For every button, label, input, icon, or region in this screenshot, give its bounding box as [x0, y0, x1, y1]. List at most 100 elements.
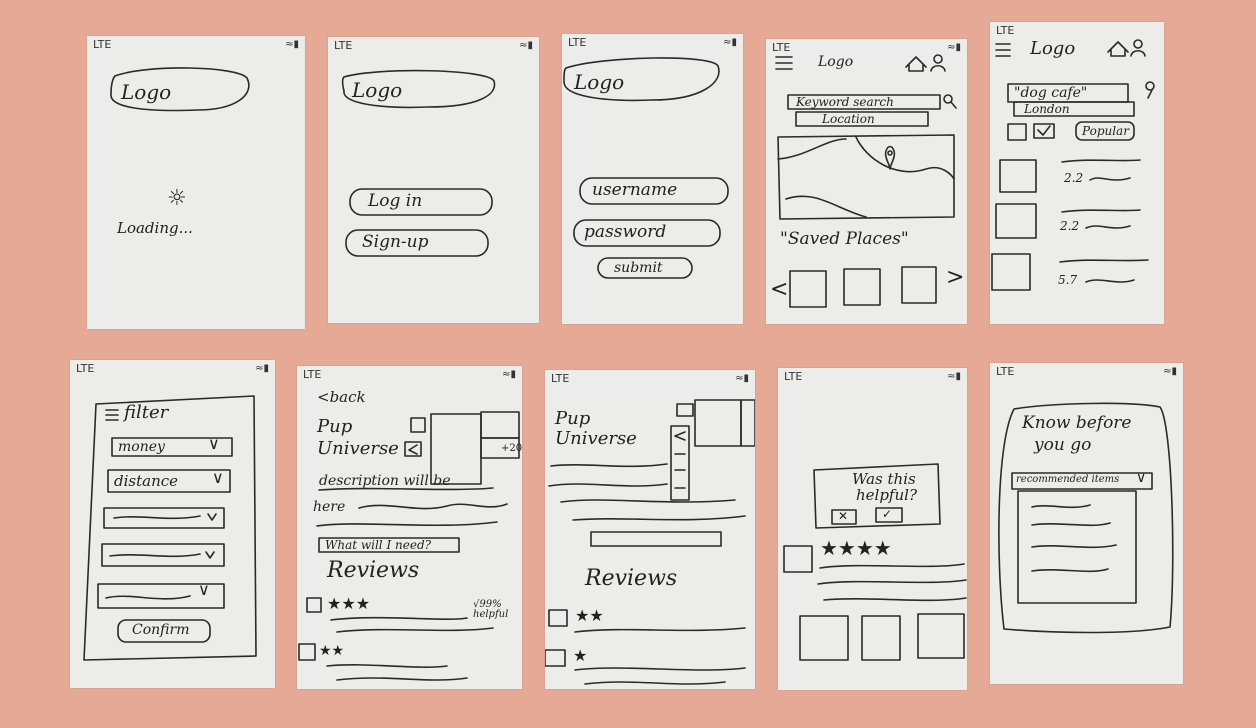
- user-icon[interactable]: [930, 54, 946, 72]
- status-carrier: LTE: [772, 41, 791, 54]
- no-button[interactable]: ✕: [838, 509, 849, 523]
- know-sketch: [998, 402, 1174, 634]
- logo: Logo: [352, 78, 403, 102]
- search-sketch: [775, 54, 957, 308]
- result-rating: 2.2: [1060, 219, 1080, 233]
- confirm-button[interactable]: Confirm: [132, 622, 190, 638]
- rating-stars: ★: [573, 646, 588, 665]
- logo: Logo: [1030, 38, 1076, 59]
- signal-icon: ≈▮: [1163, 366, 1177, 377]
- rating-stars: ★★★★: [820, 536, 892, 560]
- signal-icon: ≈▮: [285, 39, 299, 50]
- search-icon[interactable]: [1145, 81, 1155, 99]
- signal-icon: ≈▮: [723, 37, 737, 48]
- result-rating: 2.2: [1064, 171, 1084, 185]
- location-input[interactable]: Location: [822, 112, 875, 126]
- query-input[interactable]: "dog cafe": [1014, 85, 1088, 101]
- what-will-i-need-button[interactable]: What will I need?: [325, 538, 432, 552]
- menu-icon[interactable]: [995, 43, 1011, 57]
- rating-stars: ★★: [319, 643, 345, 659]
- username-field[interactable]: username: [592, 180, 678, 200]
- chevron-down-icon[interactable]: ∨: [198, 580, 210, 599]
- filter-distance-dropdown[interactable]: distance: [114, 472, 179, 490]
- detail-sketch: [298, 411, 520, 681]
- dropdown-box: [1011, 472, 1153, 490]
- share-icon: [404, 441, 422, 457]
- photo-count[interactable]: +20: [501, 443, 522, 454]
- password-field[interactable]: password: [584, 222, 667, 242]
- screen-know-before: LTE ≈▮ Know before you go recommended it…: [990, 363, 1183, 684]
- no-button-box: [831, 509, 857, 525]
- map[interactable]: [777, 134, 955, 220]
- filter-sketch: [83, 395, 257, 661]
- carousel-prev-button[interactable]: <: [770, 277, 789, 302]
- logo: Logo: [121, 80, 172, 104]
- place-name: Pup: [555, 408, 591, 429]
- saved-places-title: "Saved Places": [780, 229, 909, 249]
- action-column: [670, 425, 690, 501]
- check-icon: [1033, 123, 1055, 139]
- recommended-items-dropdown[interactable]: recommended items: [1016, 474, 1120, 485]
- chevron-down-icon[interactable]: ∨: [212, 468, 224, 487]
- result-rating: 5.7: [1058, 273, 1078, 287]
- dropdown-list: [1017, 490, 1137, 604]
- signup-button[interactable]: Sign-up: [362, 232, 429, 252]
- screen-feedback: LTE ≈▮ Was this helpful? ✕ ✓ ★★★★: [778, 368, 967, 690]
- photo-more: [480, 437, 520, 459]
- reviews-title: Reviews: [585, 566, 678, 591]
- place-name: Pup: [317, 416, 353, 437]
- screen-detail: LTE ≈▮ <back Pup Universe +20 descriptio…: [297, 366, 522, 689]
- home-icon[interactable]: [1107, 41, 1129, 57]
- filter-money-dropdown[interactable]: money: [118, 439, 165, 455]
- reviews-title: Reviews: [327, 558, 420, 583]
- carousel-next-button[interactable]: >: [946, 265, 965, 290]
- signal-icon: ≈▮: [947, 42, 961, 53]
- screen-search: LTE ≈▮ Logo Keyword search: [766, 39, 967, 324]
- screen-filter: LTE ≈▮ filter money ∨ distance ∨ ∨ Confi…: [70, 360, 275, 688]
- status-carrier: LTE: [996, 24, 1015, 37]
- feedback-prompt-line2: helpful?: [856, 486, 917, 504]
- menu-icon: [105, 409, 119, 421]
- signal-icon: ≈▮: [735, 373, 749, 384]
- signal-icon: ≈▮: [502, 369, 516, 380]
- status-carrier: LTE: [568, 36, 587, 49]
- home-icon[interactable]: [905, 56, 927, 72]
- screen-login: LTE ≈▮ Logo username password submit: [562, 34, 743, 324]
- screen-welcome: LTE ≈▮ Logo Log in Sign-up: [328, 37, 539, 323]
- signal-icon: ≈▮: [519, 40, 533, 51]
- search-icon[interactable]: [943, 94, 957, 109]
- login-button[interactable]: Log in: [368, 191, 423, 211]
- signal-icon: ≈▮: [255, 363, 269, 374]
- chevron-down-icon[interactable]: ∨: [208, 434, 220, 453]
- bookmark-icon: [676, 403, 694, 417]
- keyword-search-input[interactable]: Keyword search: [796, 95, 894, 109]
- screen-detail-scroll: LTE ≈▮ Pup Universe Reviews ★★ ★: [545, 370, 755, 689]
- screen-loading: LTE ≈▮ Logo ☼ Loading...: [87, 36, 305, 329]
- know-title-line2: you go: [1034, 435, 1092, 455]
- helpful-score: √99% helpful: [473, 599, 509, 620]
- description-line2: here: [313, 499, 346, 515]
- loading-message: Loading...: [117, 219, 193, 237]
- bookmark-icon: [410, 417, 426, 433]
- back-button[interactable]: <back: [317, 388, 366, 406]
- chevron-down-icon[interactable]: ∨: [1136, 470, 1147, 486]
- rating-stars: ★★★: [327, 594, 371, 613]
- yes-button[interactable]: ✓: [882, 507, 893, 521]
- status-carrier: LTE: [784, 370, 803, 383]
- filter-title: filter: [124, 402, 169, 423]
- status-carrier: LTE: [76, 362, 95, 375]
- logo: Logo: [818, 54, 854, 70]
- screen-results: LTE Logo "dog cafe" London Popular: [990, 22, 1164, 324]
- user-icon[interactable]: [1130, 39, 1146, 57]
- sort-dropdown[interactable]: Popular: [1082, 124, 1129, 138]
- submit-button[interactable]: submit: [614, 260, 663, 276]
- signal-icon: ≈▮: [947, 371, 961, 382]
- status-carrier: LTE: [303, 368, 322, 381]
- photo-thumb: [480, 411, 520, 439]
- status-carrier: LTE: [93, 38, 112, 51]
- status-carrier: LTE: [996, 365, 1015, 378]
- yes-button-box: [875, 507, 903, 523]
- menu-icon[interactable]: [775, 56, 793, 70]
- location-input[interactable]: London: [1024, 102, 1070, 116]
- spinner-icon: ☼: [167, 186, 187, 211]
